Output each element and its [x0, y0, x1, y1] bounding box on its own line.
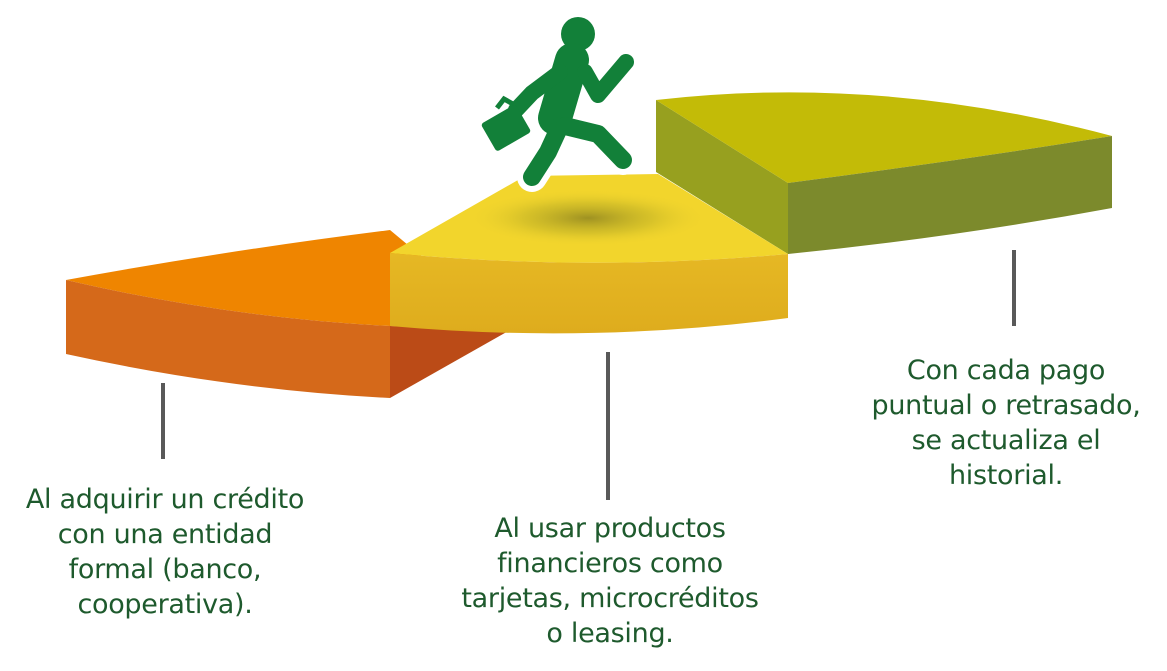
- figure-shadow: [470, 190, 706, 246]
- step-2-front-face: [390, 253, 788, 334]
- step-1-caption: Al adquirir un crédito con una entidad f…: [25, 484, 305, 620]
- step-2-caption: Al usar productos financieros como tarje…: [461, 513, 759, 649]
- step-3-front-face: [788, 136, 1112, 254]
- step-1-side-face: [390, 326, 510, 398]
- person-walking-with-briefcase-icon: [474, 10, 640, 192]
- step-3-caption: Con cada pago puntual o retrasado, se ac…: [871, 355, 1141, 491]
- step-2-block: [390, 174, 788, 334]
- step-3-top-face: [656, 92, 1112, 183]
- step-3-block: [656, 92, 1112, 254]
- step-1-front-face: [66, 280, 390, 398]
- step-3-side-face: [656, 100, 788, 254]
